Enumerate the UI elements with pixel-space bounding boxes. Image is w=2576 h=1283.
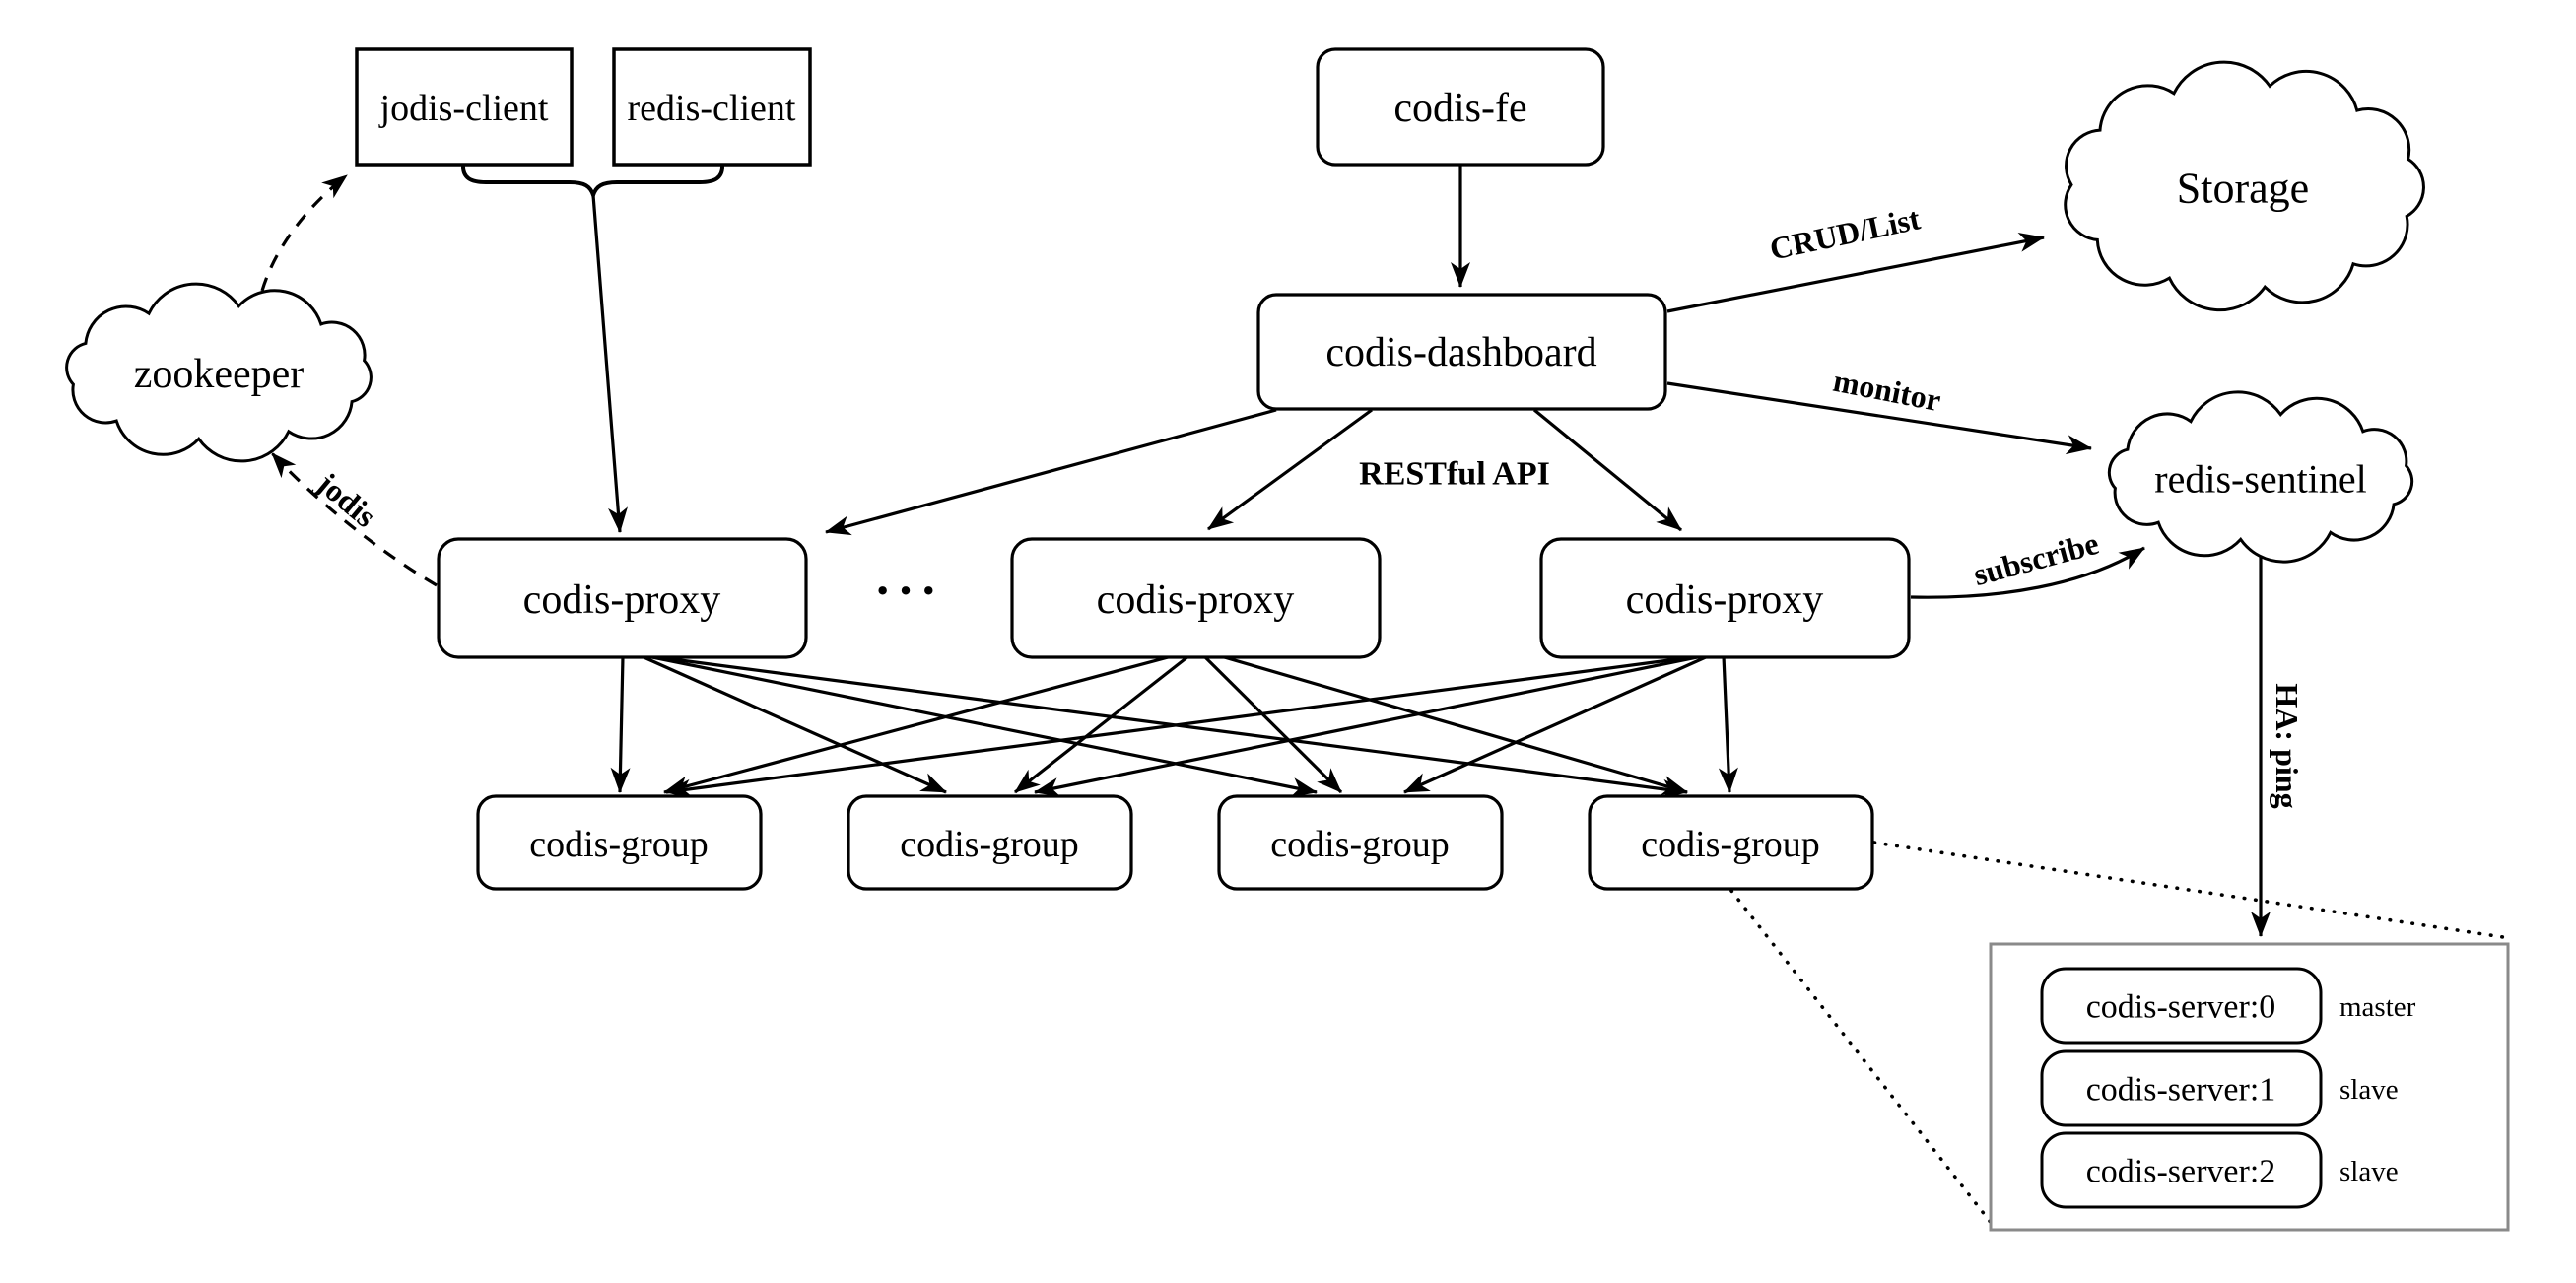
zookeeper-cloud [65,282,373,463]
codis-dashboard-node [1256,293,1667,411]
subscribe-edge-label: subscribe [1970,525,2103,592]
redis-client-label: redis-client [628,88,796,129]
edge-clients-to-proxy1 [591,194,629,533]
codis-fe-node [1316,47,1605,167]
ha-ping-edge-label: HA: ping [2270,683,2305,808]
codis-group-label-2: codis-group [900,824,1079,865]
proxy-ellipsis: ··· [874,564,943,620]
codis-group-node-1 [476,794,763,891]
crud-list-edge-label: CRUD/List [1767,200,1924,266]
edge-zookeeper-to-jodis-client [260,173,348,292]
redis-sentinel-cloud [2107,390,2414,564]
codis-server-0-label: codis-server:0 [2086,989,2276,1026]
server-role-slave-2: slave [2339,1156,2399,1187]
edge-proxy1-to-zookeeper [270,451,438,587]
codis-proxy-label-3: codis-proxy [1626,577,1824,623]
edge-dashboard-to-proxy2 [1207,408,1373,531]
codis-group-label-1: codis-group [529,824,709,865]
clients-brace [461,165,724,202]
dotted-group4-to-container-top [1872,841,2505,939]
codis-proxy-node-3 [1539,537,1911,659]
codis-proxy-label-1: codis-proxy [523,577,721,623]
redis-sentinel-label: redis-sentinel [2154,457,2367,502]
codis-proxy-label-2: codis-proxy [1097,577,1295,623]
storage-label: Storage [2177,165,2309,213]
redis-client-node [612,47,812,167]
codis-group-node-2 [847,794,1133,891]
jodis-client-label: jodis-client [378,88,549,129]
storage-cloud [2064,60,2425,312]
codis-fe-label: codis-fe [1393,86,1526,131]
codis-server-1-node [2040,1049,2323,1127]
server-role-master: master [2339,991,2416,1023]
edge-dashboard-to-sentinel [1666,381,2092,455]
codis-group-node-3 [1217,794,1504,891]
restful-api-edge-label: RESTful API [1359,456,1550,493]
edge-proxy3-to-sentinel [1910,546,2145,599]
codis-group-label-3: codis-group [1270,824,1450,865]
codis-proxy-node-1 [437,537,808,659]
codis-proxy-node-2 [1010,537,1382,659]
codis-group-node-4 [1588,794,1874,891]
edge-dashboard-to-storage [1666,233,2045,313]
codis-server-1-label: codis-server:1 [2086,1072,2276,1109]
codis-server-2-label: codis-server:2 [2086,1154,2276,1190]
codis-group-label-4: codis-group [1641,824,1820,865]
edge-dashboard-to-proxy1 [825,408,1277,536]
jodis-client-node [355,47,574,167]
dotted-group4-to-container-bottom [1729,889,1995,1227]
codis-dashboard-label: codis-dashboard [1325,330,1596,375]
server-role-slave-1: slave [2339,1074,2399,1106]
edge-dashboard-to-proxy3 [1532,408,1683,532]
codis-server-2-node [2040,1131,2323,1209]
zookeeper-label: zookeeper [134,352,305,397]
codis-server-0-node [2040,967,2323,1045]
proxy-group-mesh [610,654,1738,799]
